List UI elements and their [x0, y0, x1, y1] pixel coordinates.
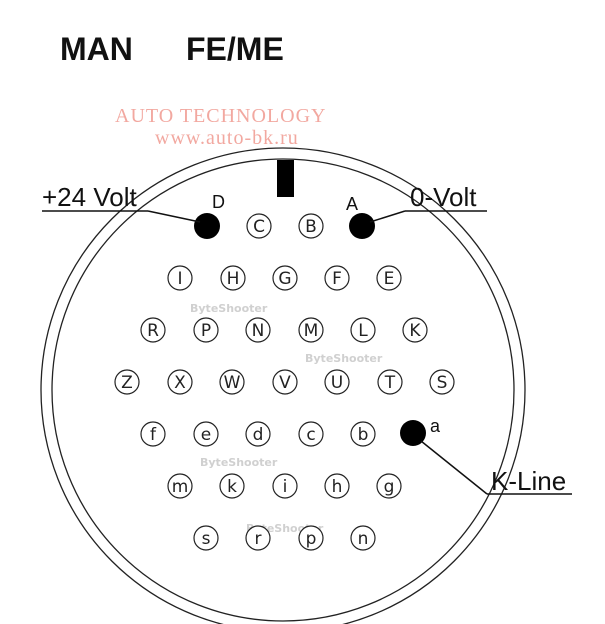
- pin-R-socket: [140, 317, 166, 343]
- pin-W-label: W: [224, 373, 241, 393]
- pin-i-label: i: [283, 477, 288, 497]
- pin-s-label: s: [202, 529, 211, 549]
- pin-V-label: V: [279, 373, 291, 393]
- pin-f-socket: [140, 421, 166, 447]
- pin-P-label: P: [201, 321, 211, 341]
- pin-U-label: U: [331, 373, 343, 393]
- pin-K-socket: [402, 317, 428, 343]
- pin-p-label: p: [306, 529, 317, 549]
- pin-h-label: h: [332, 477, 343, 497]
- pin-grid: C B I H G F E R P N M L K Z X W V U T Sf e d c b m k i h g s r p n: [114, 213, 455, 551]
- pin-c-label: c: [306, 425, 315, 445]
- plus24-volt-label: +24 Volt: [42, 182, 137, 212]
- pin-D-label: D: [212, 192, 225, 212]
- pin-e-socket: [193, 421, 219, 447]
- kline-label: K-Line: [491, 466, 566, 496]
- pin-A-filled: [349, 213, 375, 239]
- pin-N-label: N: [252, 321, 265, 341]
- pin-Z-socket: [114, 369, 140, 395]
- connector-outer-ring: [40, 147, 526, 624]
- watermark-line2: www.auto-bk.ru: [155, 127, 299, 149]
- kline-leader: [420, 440, 488, 495]
- pin-B-label: B: [305, 217, 317, 237]
- pin-X-label: X: [174, 373, 186, 393]
- pin-E-socket: [376, 265, 402, 291]
- title-brand: MAN: [60, 31, 133, 67]
- pin-I-label: I: [177, 269, 182, 289]
- pin-g-socket: [376, 473, 402, 499]
- pin-G-label: G: [278, 269, 291, 289]
- pin-E-label: E: [384, 269, 395, 289]
- pin-S-socket: [429, 369, 455, 395]
- watermark-small-2: ByteShooter: [305, 352, 383, 365]
- pin-g-label: g: [384, 477, 395, 497]
- pin-d-socket: [245, 421, 271, 447]
- pin-a-filled: [400, 420, 426, 446]
- pin-I-socket: [167, 265, 193, 291]
- pin-M-label: M: [304, 321, 319, 341]
- pin-H-socket: [220, 265, 246, 291]
- pin-L-socket: [350, 317, 376, 343]
- watermark-small-3: ByteShooter: [200, 456, 278, 469]
- pin-M-socket: [298, 317, 324, 343]
- pin-p-socket: [298, 525, 324, 551]
- pin-m-socket: [167, 473, 193, 499]
- watermark-line1: AUTO TECHNOLOGY: [115, 105, 326, 127]
- pin-S-label: S: [437, 373, 448, 393]
- pin-W-socket: [219, 369, 245, 395]
- title-model: FE/ME: [186, 31, 284, 67]
- pin-e-label: e: [201, 425, 211, 445]
- pin-Z-label: Z: [121, 373, 133, 393]
- pin-C-socket: [246, 213, 272, 239]
- pin-U-socket: [324, 369, 350, 395]
- pin-k-label: k: [227, 477, 237, 497]
- pin-G-socket: [272, 265, 298, 291]
- pin-m-label: m: [172, 477, 189, 497]
- pin-C-label: C: [253, 217, 265, 237]
- pin-X-socket: [167, 369, 193, 395]
- zero-volt-label: 0-Volt: [410, 182, 477, 212]
- pin-i-socket: [272, 473, 298, 499]
- zero-volt-leader: [369, 210, 406, 223]
- connector-inner-ring: [51, 158, 515, 622]
- pin-N-socket: [245, 317, 271, 343]
- pin-r-label: r: [255, 529, 262, 549]
- pin-T-socket: [377, 369, 403, 395]
- pin-s-socket: [193, 525, 219, 551]
- pin-c-socket: [298, 421, 324, 447]
- pin-b-socket: [350, 421, 376, 447]
- pin-H-label: H: [227, 269, 240, 289]
- pin-f-label: f: [150, 425, 157, 445]
- pin-a-label: a: [430, 416, 441, 436]
- pin-A-label: A: [346, 194, 358, 214]
- pin-B-socket: [298, 213, 324, 239]
- pin-P-socket: [193, 317, 219, 343]
- connector-key: [277, 160, 294, 197]
- pin-L-label: L: [358, 321, 368, 341]
- pin-d-label: d: [253, 425, 264, 445]
- pin-n-socket: [350, 525, 376, 551]
- pin-F-label: F: [332, 269, 342, 289]
- watermark-small-1: ByteShooter: [190, 302, 268, 315]
- pin-b-label: b: [358, 425, 369, 445]
- pin-R-label: R: [147, 321, 159, 341]
- pin-K-label: K: [409, 321, 421, 341]
- pin-V-socket: [272, 369, 298, 395]
- plus24-leader: [147, 210, 201, 223]
- pin-T-label: T: [384, 373, 396, 393]
- pin-F-socket: [324, 265, 350, 291]
- pin-k-socket: [219, 473, 245, 499]
- pin-D-filled: [194, 213, 220, 239]
- pin-n-label: n: [358, 529, 369, 549]
- pin-r-socket: [245, 525, 271, 551]
- pin-h-socket: [324, 473, 350, 499]
